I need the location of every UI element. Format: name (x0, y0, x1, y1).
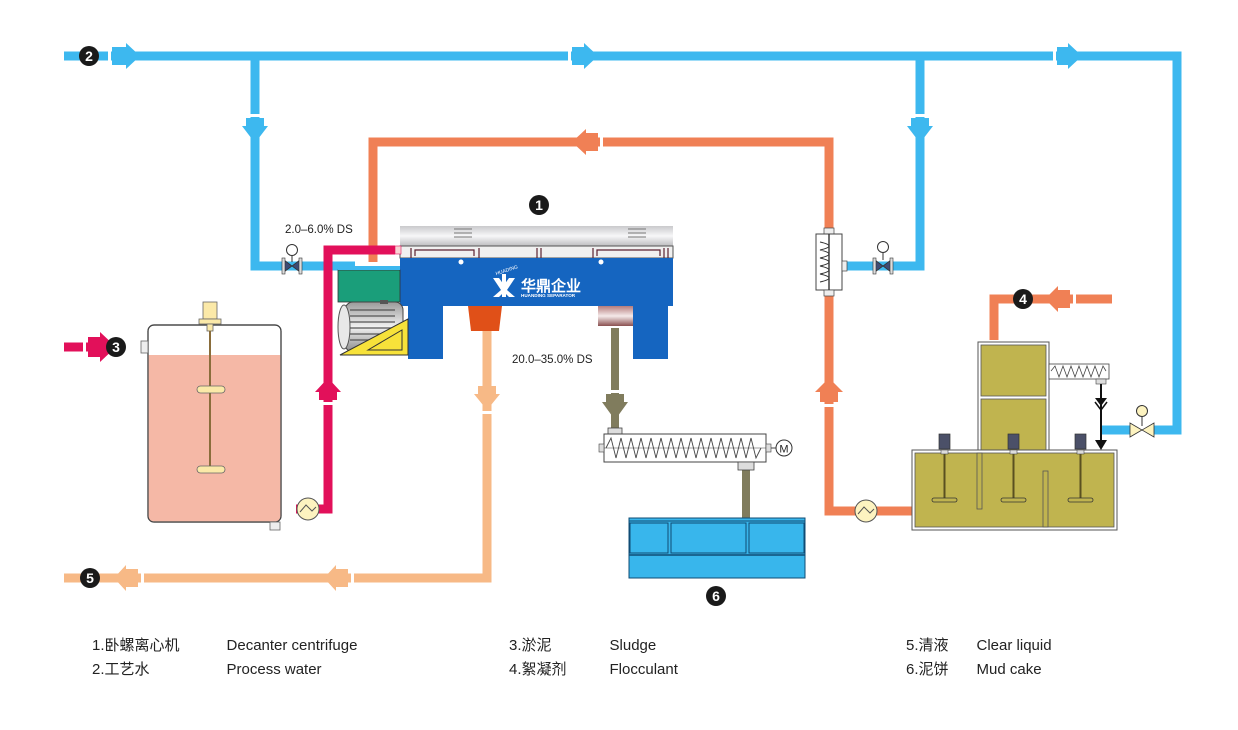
process-water-branch-right (846, 56, 925, 271)
badge-2: 2 (79, 46, 99, 66)
mud-cake-bin (628, 517, 806, 579)
badge-3: 3 (106, 337, 126, 357)
motor-symbol: M (779, 444, 788, 456)
brand-logo: HUADING 华鼎企业 HUANDING SEPARATOR (493, 264, 581, 298)
svg-text:4: 4 (1019, 291, 1027, 307)
arrow-icon (572, 43, 598, 69)
badge-6: 6 (706, 586, 726, 606)
legend-label-cn: 工艺水 (104, 661, 150, 678)
sludge-tank (140, 324, 282, 531)
motor-bracket (339, 318, 409, 356)
arrow-icon (114, 565, 138, 591)
screw-conveyor-icon (598, 427, 776, 471)
svg-text:5: 5 (86, 570, 94, 586)
flocculant-inlet (989, 294, 1112, 340)
arrow-icon (1057, 43, 1082, 69)
conveyor-motor-icon: M (775, 439, 793, 457)
liquid-outlet (468, 306, 502, 331)
logo-icon (493, 274, 515, 297)
arrow-icon (815, 378, 843, 402)
arrow-icon (242, 118, 268, 143)
legend-label-en: Decanter centrifuge (226, 637, 358, 654)
sludge-pump-icon[interactable] (296, 497, 320, 521)
arrow-icon (572, 129, 598, 155)
arrow-icon (88, 332, 116, 362)
brand-name-en: HUANDING SEPARATOR (521, 293, 576, 298)
legend-label-cn: 絮凝剂 (521, 661, 567, 678)
cake-ds-annotation: 20.0–35.0% DS (512, 354, 593, 366)
svg-text:3: 3 (112, 339, 120, 355)
brand-name-cn: 华鼎企业 (521, 277, 581, 295)
flocculant-pump-icon[interactable] (854, 499, 878, 523)
legend-label-cn: 清液 (918, 637, 949, 654)
legend-label-en: Sludge (609, 637, 657, 654)
flocculant-arrows (572, 129, 1070, 402)
flocculant-lower-pipe (824, 296, 912, 516)
legend-label-cn: 淤泥 (521, 637, 552, 654)
sludge-arrows (88, 332, 341, 400)
arrow-icon (315, 378, 341, 400)
arrow-icon (1045, 286, 1070, 312)
arrow-icon (324, 565, 348, 591)
process-water-valve-left-icon[interactable] (281, 244, 303, 275)
inline-mixer-icon (815, 227, 848, 297)
arrow-icon (112, 43, 140, 69)
mixer-icon (931, 433, 958, 503)
clear-liquid-arrows (114, 386, 500, 591)
cake-discharge (598, 306, 633, 326)
legend-label-en: Flocculant (609, 661, 678, 678)
decanter-centrifuge (399, 226, 674, 359)
process-water-valve-right-icon[interactable] (872, 241, 894, 275)
arrow-icon (474, 386, 500, 410)
powder-feeder-screw-icon (1048, 363, 1110, 450)
legend-label-en: Mud cake (976, 661, 1042, 678)
process-water-main-pipe (64, 51, 1182, 435)
svg-text:6: 6 (712, 588, 720, 604)
legend-label-cn: 卧螺离心机 (104, 637, 180, 654)
mixer-icon (1000, 433, 1027, 503)
process-water-arrows (112, 43, 1082, 143)
mixer-icon (1067, 433, 1094, 503)
svg-text:1: 1 (535, 197, 543, 213)
main-motor (337, 266, 409, 356)
svg-text:2: 2 (85, 48, 93, 64)
badge-4: 4 (1013, 289, 1033, 309)
badge-5: 5 (80, 568, 100, 588)
legend-label-en: Process water (226, 661, 322, 678)
arrow-icon (602, 394, 628, 420)
process-water-valve-floc-icon[interactable] (1129, 405, 1155, 438)
badge-1: 1 (529, 195, 549, 215)
feed-ds-annotation: 2.0–6.0% DS (285, 224, 353, 236)
arrow-icon (907, 118, 933, 143)
legend-label-en: Clear liquid (976, 637, 1052, 654)
legend-label-cn: 泥饼 (918, 661, 949, 678)
agitator-icon (196, 301, 226, 474)
